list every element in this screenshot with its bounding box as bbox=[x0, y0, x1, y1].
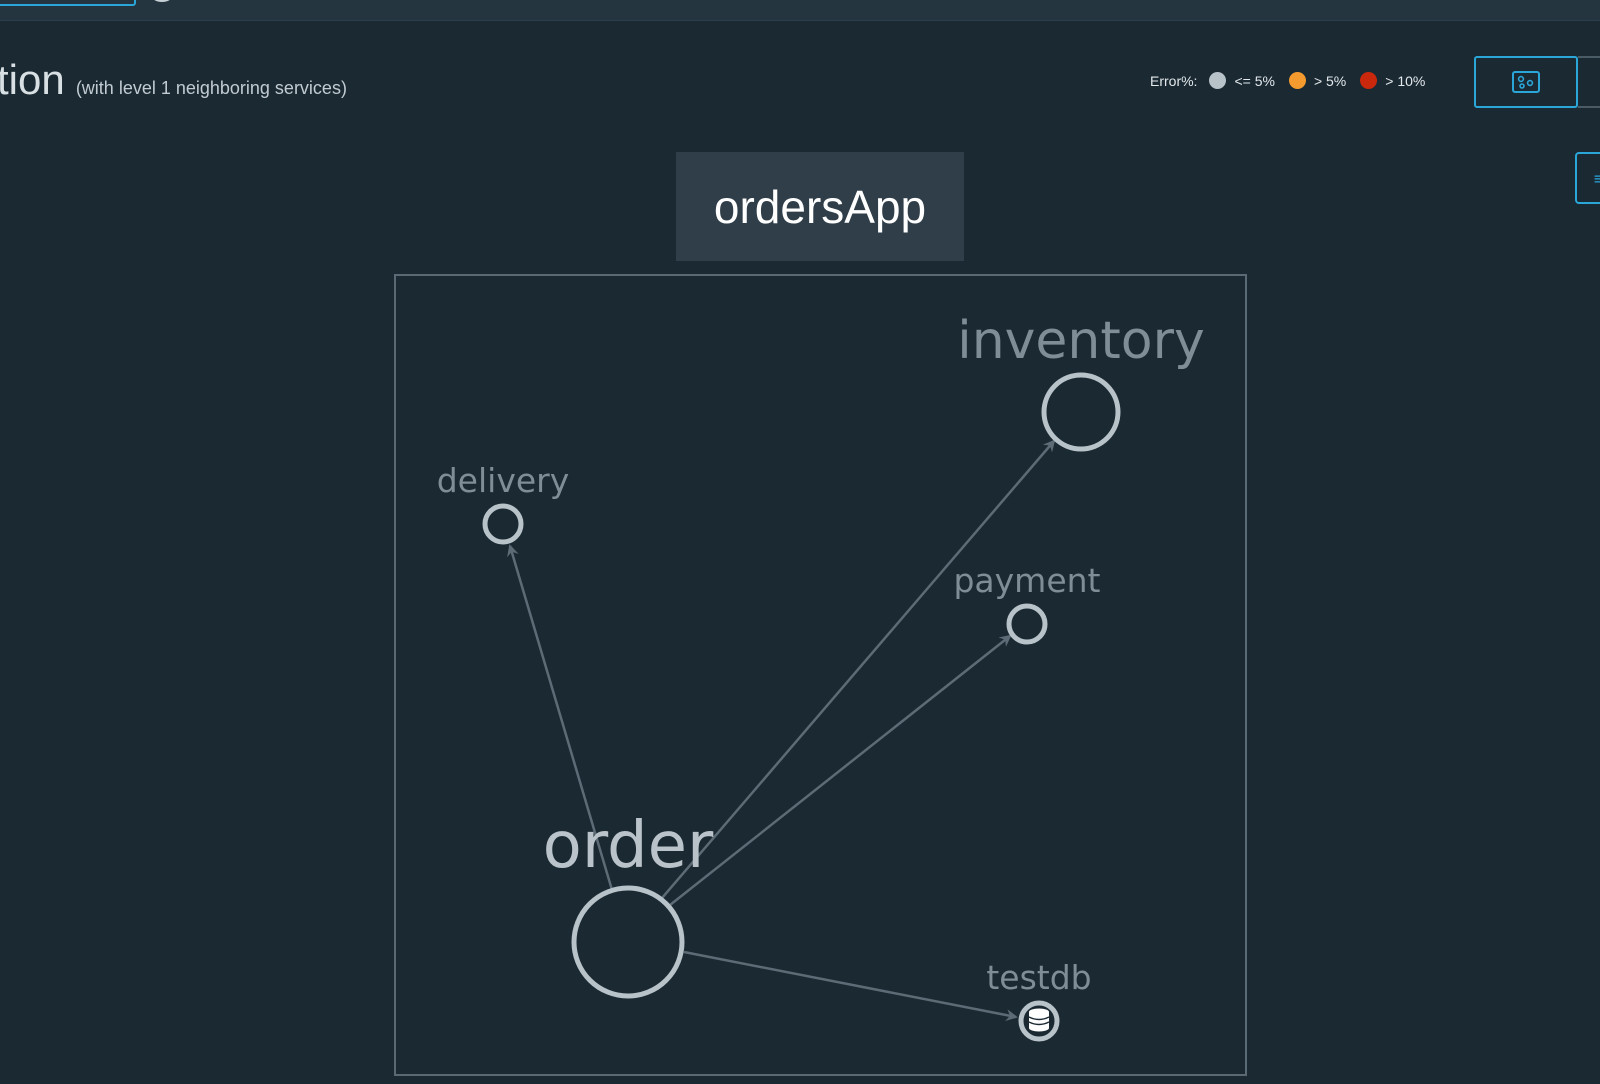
edge-order-testdb[interactable] bbox=[683, 950, 1018, 1021]
legend-item-high: > 10% bbox=[1360, 72, 1425, 89]
topology-view-button[interactable] bbox=[1474, 56, 1578, 108]
node-order[interactable] bbox=[571, 885, 685, 999]
list-view-button[interactable] bbox=[1578, 56, 1600, 108]
page-title: tion (with level 1 neighboring services) bbox=[0, 56, 347, 104]
top-toolbar bbox=[0, 0, 1600, 21]
node-label-testdb: testdb bbox=[986, 958, 1091, 997]
legend-item-medium: > 5% bbox=[1288, 72, 1347, 89]
node-inventory[interactable] bbox=[1041, 372, 1121, 452]
app-name: ordersApp bbox=[713, 180, 927, 233]
legend-label: Error%: bbox=[1150, 72, 1198, 89]
edge-order-payment[interactable] bbox=[669, 634, 1012, 906]
toolbar-button[interactable] bbox=[0, 0, 136, 6]
node-label-payment: payment bbox=[953, 561, 1100, 600]
edge-order-delivery[interactable] bbox=[507, 544, 614, 891]
node-testdb[interactable] bbox=[1018, 1000, 1060, 1042]
page-title-main: tion bbox=[0, 56, 65, 103]
legend-dot-icon bbox=[1209, 72, 1227, 89]
graph-frame bbox=[394, 274, 1247, 1076]
database-icon bbox=[1028, 1008, 1050, 1032]
app-name-box: ordersApp bbox=[676, 152, 964, 261]
legend-dot-icon bbox=[1288, 72, 1306, 89]
topology-graph-icon bbox=[1512, 71, 1540, 93]
legend-item-label: > 5% bbox=[1313, 72, 1347, 89]
legend-dot-icon bbox=[1360, 72, 1378, 89]
node-payment[interactable] bbox=[1006, 603, 1048, 645]
node-label-delivery: delivery bbox=[437, 461, 570, 500]
side-panel-toggle[interactable]: ≡ bbox=[1575, 152, 1600, 204]
error-legend: Error%: <= 5% > 5% > 10% bbox=[1150, 72, 1439, 89]
legend-item-label: <= 5% bbox=[1234, 72, 1275, 89]
page-title-subtitle: (with level 1 neighboring services) bbox=[75, 78, 347, 98]
node-delivery[interactable] bbox=[482, 503, 524, 545]
node-label-inventory: inventory bbox=[957, 311, 1204, 371]
node-label-order: order bbox=[543, 809, 714, 883]
legend-item-low: <= 5% bbox=[1209, 72, 1275, 89]
edge-order-inventory[interactable] bbox=[661, 439, 1056, 899]
menu-icon: ≡ bbox=[1593, 168, 1600, 188]
legend-item-label: > 10% bbox=[1385, 72, 1426, 89]
